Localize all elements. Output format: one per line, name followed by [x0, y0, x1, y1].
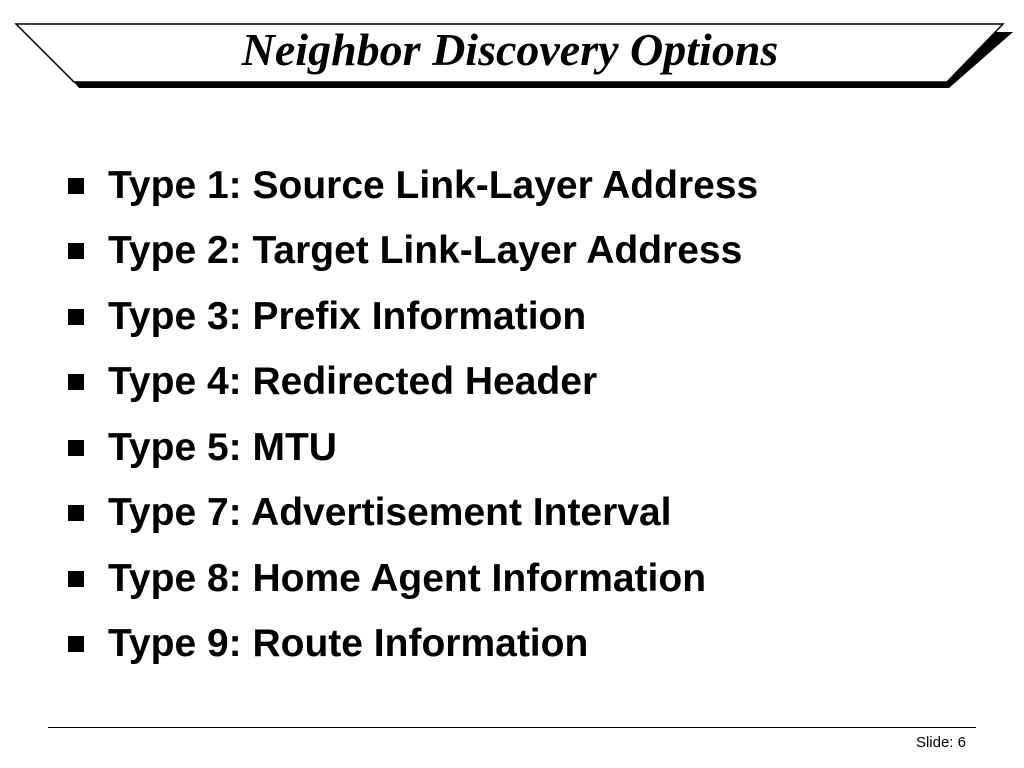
bullet-item: Type 7: Advertisement Interval [66, 481, 758, 547]
bullet-text: Type 8: Home Agent Information [108, 556, 707, 600]
square-bullet-icon [68, 177, 84, 194]
bullet-text: Type 9: Route Information [108, 622, 589, 666]
bullet-item: Type 5: MTU [66, 415, 758, 481]
bullet-text: Type 3: Prefix Information [108, 294, 587, 338]
bullet-item: Type 4: Redirected Header [66, 350, 758, 416]
slide-title: Neighbor Discovery Options [241, 24, 779, 75]
bullet-item: Type 2: Target Link-Layer Address [66, 219, 758, 285]
bullet-item: Type 1: Source Link-Layer Address [66, 153, 758, 219]
bullet-item: Type 8: Home Agent Information [66, 546, 758, 612]
square-bullet-icon [68, 308, 84, 325]
bullet-item: Type 9: Route Information [66, 612, 758, 678]
bullet-list: Type 1: Source Link-Layer Address Type 2… [66, 153, 758, 677]
title-banner: Neighbor Discovery Options [0, 0, 1024, 100]
square-bullet-icon [68, 636, 84, 653]
footer-divider [48, 727, 976, 728]
title-banner-shape [14, 23, 1013, 88]
title-banner-outline [14, 23, 1005, 83]
bullet-text: Type 1: Source Link-Layer Address [108, 163, 759, 207]
square-bullet-icon [68, 243, 84, 260]
bullet-text: Type 2: Target Link-Layer Address [108, 229, 743, 273]
slide-number: Slide: 6 [915, 734, 966, 751]
square-bullet-icon [68, 374, 84, 391]
bullet-item: Type 3: Prefix Information [66, 284, 758, 350]
square-bullet-icon [68, 505, 84, 522]
square-bullet-icon [68, 570, 84, 587]
square-bullet-icon [68, 439, 84, 456]
bullet-text: Type 4: Redirected Header [108, 360, 598, 404]
bullet-text: Type 5: MTU [108, 425, 337, 469]
bullet-text: Type 7: Advertisement Interval [108, 491, 672, 535]
